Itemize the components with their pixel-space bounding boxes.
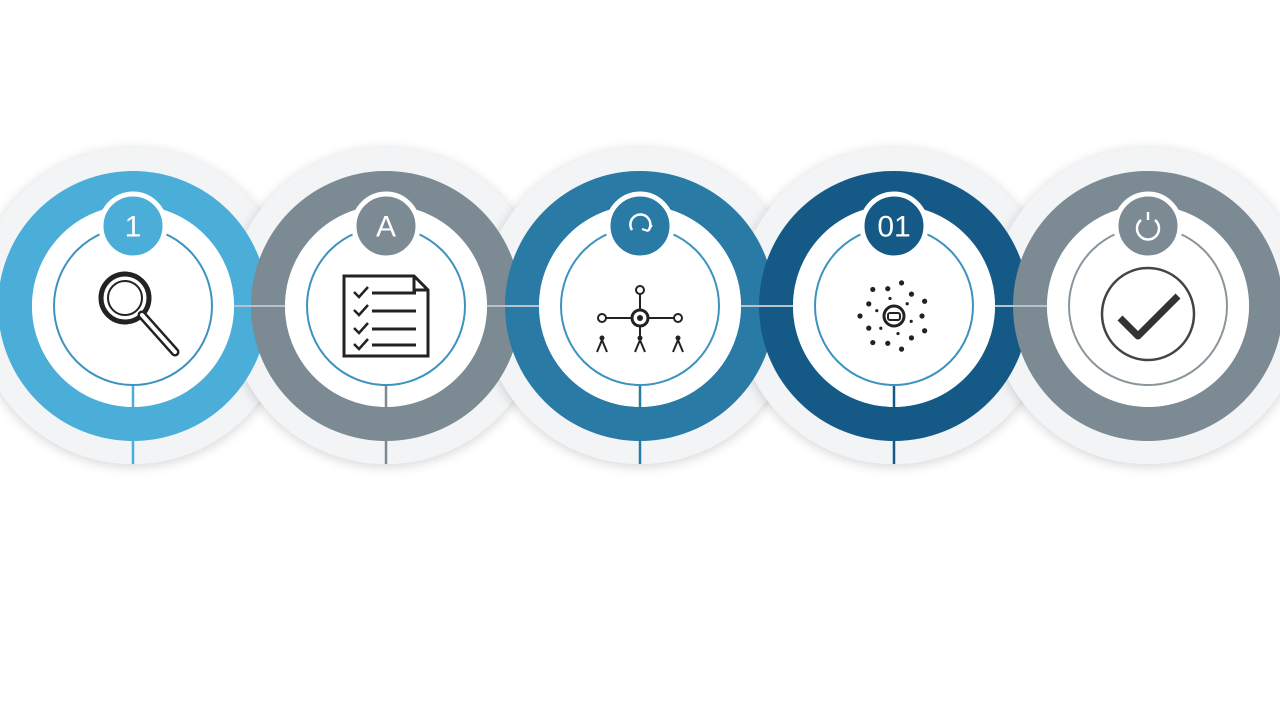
step-stems	[131, 386, 896, 464]
network-icon	[596, 285, 684, 353]
step-badge: A	[351, 191, 421, 261]
step-badge-label: A	[376, 211, 396, 244]
refresh-icon	[629, 213, 653, 232]
idea-cluster-icon	[857, 280, 928, 352]
step-badge: 01	[859, 191, 929, 261]
magnifier-icon	[98, 271, 180, 357]
step-badge	[1113, 191, 1183, 261]
checklist-icon	[342, 274, 430, 358]
power-icon	[1135, 212, 1161, 241]
step-badge-label: 01	[877, 211, 910, 244]
step-badge	[605, 191, 675, 261]
step-badge: 1	[98, 191, 168, 261]
step-badges: 1 A 01	[98, 191, 1183, 261]
check-circle-icon	[1100, 266, 1196, 362]
step-badge-label: 1	[125, 211, 142, 244]
step-inner-circles	[32, 205, 1249, 407]
